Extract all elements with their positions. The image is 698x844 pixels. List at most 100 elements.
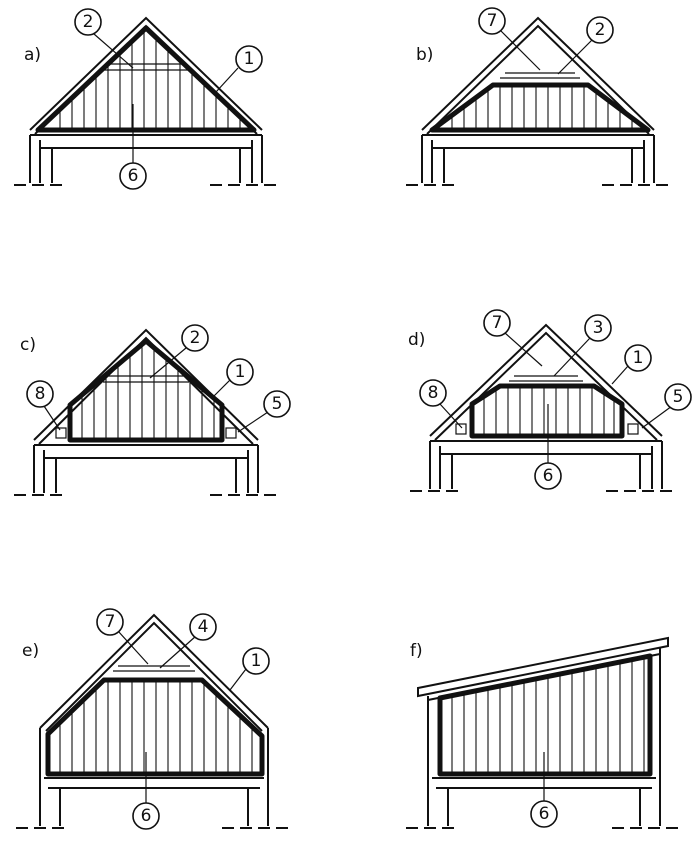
ceiling xyxy=(40,147,53,183)
callout-circle xyxy=(26,380,54,408)
ceiling xyxy=(436,787,449,826)
callout-circle xyxy=(483,309,511,337)
eave-insulation xyxy=(55,427,67,439)
ceiling xyxy=(44,457,57,493)
roof-outline xyxy=(29,16,263,131)
panel-a: a) xyxy=(14,8,280,190)
roof-outline xyxy=(421,16,655,131)
callout-circle xyxy=(96,608,124,636)
panel-b: b) xyxy=(406,7,672,186)
callout-circle xyxy=(584,314,612,342)
callout-circle xyxy=(530,800,558,828)
ceiling xyxy=(639,787,652,826)
callout-4: 4 xyxy=(198,617,209,637)
callout-circle xyxy=(534,462,562,490)
insulation-hatching xyxy=(59,30,241,130)
callout-circle xyxy=(235,45,263,73)
panel-label-b: b) xyxy=(416,45,433,65)
callout-2: 2 xyxy=(595,20,606,40)
leader-line xyxy=(229,668,247,691)
roof-outline xyxy=(39,613,269,729)
ceiling xyxy=(235,457,248,493)
roof-outline xyxy=(426,24,650,135)
callout-1: 1 xyxy=(633,348,644,368)
callout-circle xyxy=(74,8,102,36)
roof-outline xyxy=(38,336,254,445)
leader-line xyxy=(117,630,149,665)
panel-f: f) xyxy=(406,636,680,829)
callout-circle xyxy=(181,324,209,352)
insulation-hatching xyxy=(81,345,215,440)
callout-circle xyxy=(624,344,652,372)
eave-insulation xyxy=(627,423,639,435)
callout-circle xyxy=(419,379,447,407)
callout-2: 2 xyxy=(190,328,201,348)
eave-insulation xyxy=(455,423,467,435)
insulation-hatching xyxy=(451,658,645,774)
callout-1: 1 xyxy=(235,362,246,382)
insulation-hatching xyxy=(59,681,253,774)
callout-circle xyxy=(132,802,160,830)
insulation-hatching xyxy=(451,86,633,130)
callout-circle xyxy=(478,7,506,35)
leader-line xyxy=(149,347,187,379)
leader-line xyxy=(439,403,463,429)
ceiling xyxy=(239,147,252,183)
leader-line xyxy=(93,33,134,69)
insulation-knee-wall xyxy=(67,338,225,443)
callout-circle xyxy=(226,358,254,386)
leader-line xyxy=(159,635,197,669)
leader-line xyxy=(215,67,239,93)
callout-1: 1 xyxy=(251,651,262,671)
insulation-room xyxy=(45,677,265,777)
callout-7: 7 xyxy=(105,612,116,632)
leader-line xyxy=(213,379,231,397)
leader-line xyxy=(611,365,629,385)
insulation-room xyxy=(437,653,653,777)
ceiling xyxy=(247,787,260,826)
callout-1: 1 xyxy=(244,49,255,69)
callout-8: 8 xyxy=(35,384,46,404)
leader-line xyxy=(43,405,61,431)
callout-6: 6 xyxy=(141,806,152,826)
leader-line xyxy=(499,29,541,71)
leader-line xyxy=(557,39,593,75)
insulation-trapezoid xyxy=(429,82,651,133)
panel-label-e: e) xyxy=(22,641,39,661)
leader-line xyxy=(641,405,673,429)
callout-6: 6 xyxy=(543,466,554,486)
panel-label-c: c) xyxy=(20,335,36,355)
roof-outline xyxy=(34,24,258,135)
insulation-hatching xyxy=(483,387,615,436)
panel-c: c) xyxy=(14,324,291,496)
callout-6: 6 xyxy=(539,804,550,824)
panel-label-d: d) xyxy=(408,330,425,350)
leader-line xyxy=(237,411,269,433)
callout-circle xyxy=(242,647,270,675)
insulation-knee-wall xyxy=(469,383,625,439)
callout-6: 6 xyxy=(128,166,139,186)
roof-outline xyxy=(417,636,669,698)
panel-d: d) xyxy=(408,309,692,492)
ceiling xyxy=(639,453,652,489)
callout-7: 7 xyxy=(492,313,503,333)
ceiling xyxy=(48,787,61,826)
callout-2: 2 xyxy=(83,12,94,32)
leader-line xyxy=(553,337,591,377)
roof-outline xyxy=(45,621,263,732)
callout-circle xyxy=(189,613,217,641)
callout-8: 8 xyxy=(428,383,439,403)
ceiling xyxy=(432,147,445,183)
ceiling xyxy=(440,453,453,489)
panel-e: e) xyxy=(16,608,290,830)
leader-line xyxy=(504,332,543,367)
callout-5: 5 xyxy=(673,387,684,407)
eave-insulation xyxy=(225,427,237,439)
callout-3: 3 xyxy=(593,318,604,338)
callout-circle xyxy=(664,383,692,411)
callout-circle xyxy=(586,16,614,44)
panel-label-f: f) xyxy=(410,641,423,661)
callout-7: 7 xyxy=(487,11,498,31)
panel-label-a: a) xyxy=(24,45,41,65)
